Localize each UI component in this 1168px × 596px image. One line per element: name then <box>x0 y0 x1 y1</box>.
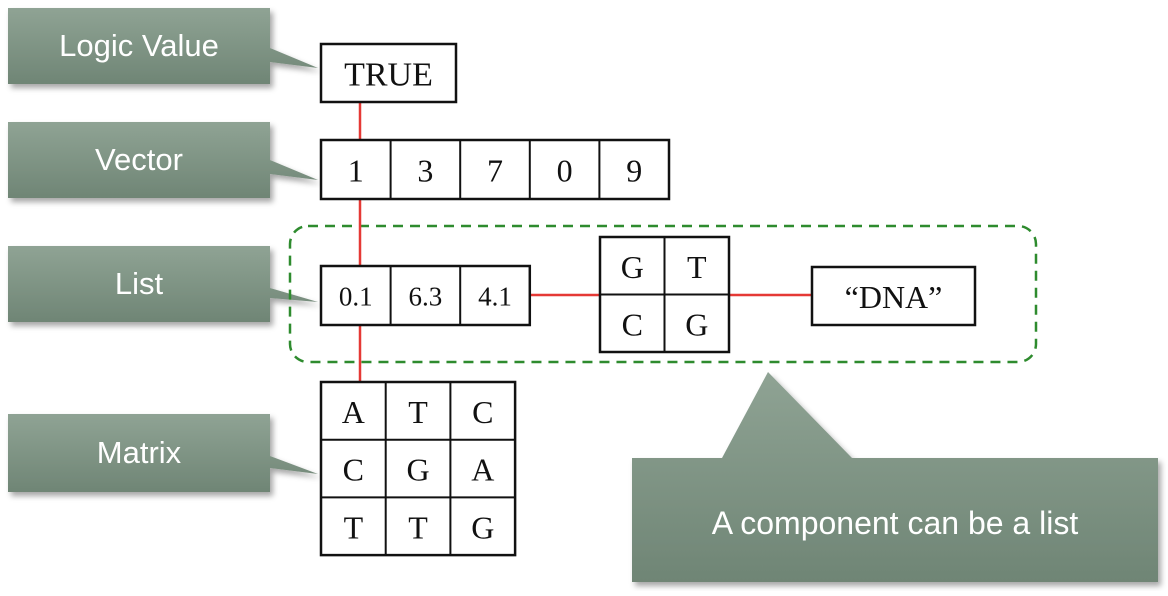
list-cell: 0.1 <box>339 282 373 312</box>
component-note-callout <box>632 372 1158 582</box>
list-cell: 6.3 <box>409 282 443 312</box>
inner-matrix-cell: G <box>685 306 708 342</box>
inner-matrix-cell: T <box>687 249 707 285</box>
matrix-cell: C <box>343 452 364 488</box>
list-highlight-dashed <box>288 224 1038 364</box>
connectors <box>358 102 812 382</box>
vector-cell: 3 <box>417 153 433 189</box>
inner-matrix-cell: C <box>622 306 643 342</box>
matrix-cell: A <box>471 452 494 488</box>
list-cell: 4.1 <box>478 282 512 312</box>
list-frame <box>319 264 532 327</box>
vector-cell: 1 <box>348 153 364 189</box>
matrix-cell: T <box>408 394 428 430</box>
matrix-cell: T <box>408 509 428 545</box>
string-value-text: “DNA” <box>845 279 943 315</box>
matrix-cell: G <box>471 509 494 545</box>
vector-cell: 9 <box>626 153 642 189</box>
logic-value-callout <box>8 8 318 84</box>
list-box: 0.1 6.3 4.1 <box>319 264 532 327</box>
string-box: “DNA” <box>810 265 977 327</box>
vector-cell: 7 <box>487 153 503 189</box>
vector-box: 1 3 7 0 9 <box>319 138 671 201</box>
vector-callout <box>8 122 318 198</box>
inner-matrix-cell: G <box>621 249 644 285</box>
logic-value-text: TRUE <box>344 57 433 94</box>
matrix-cell: T <box>344 509 364 545</box>
matrix-callout <box>8 414 318 492</box>
matrix-cell: A <box>342 394 365 430</box>
matrix-cell: C <box>472 394 493 430</box>
vector-cell: 0 <box>557 153 573 189</box>
logic-value-box: TRUE <box>319 42 458 104</box>
list-callout <box>8 246 318 322</box>
vector-frame <box>319 138 671 201</box>
matrix-frame <box>319 380 517 557</box>
matrix-cell: G <box>406 452 429 488</box>
